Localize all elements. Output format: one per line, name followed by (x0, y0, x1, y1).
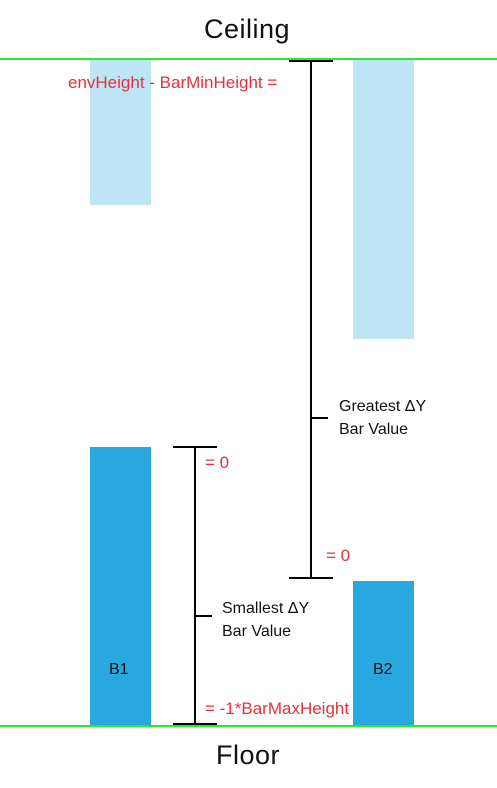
b2-floor-bar (353, 581, 414, 725)
ceiling-label: Ceiling (204, 14, 291, 44)
smallest-label-line1: Smallest ΔY (222, 600, 310, 617)
b1-floor-bar (90, 447, 151, 725)
b1-label: B1 (109, 661, 129, 678)
ceiling-line (0, 58, 497, 60)
greatest-measure-bottom-tick (289, 577, 333, 579)
smallest-measure-mid-tick (194, 615, 212, 617)
smallest-measure-bottom-tick (173, 723, 217, 725)
greatest-zero-annotation: = 0 (326, 546, 351, 565)
smallest-bottom-annotation: = -1*BarMaxHeight (205, 699, 350, 718)
greatest-measure-mid-tick (310, 417, 328, 419)
b1-ceiling-bar (90, 60, 151, 205)
smallest-measure-line (194, 446, 196, 725)
top-formula-annotation: envHeight - BarMinHeight = (68, 73, 278, 92)
greatest-label-line1: Greatest ΔY (339, 398, 427, 415)
greatest-measure-line (310, 60, 312, 579)
greatest-label: Greatest ΔY Bar Value (339, 395, 426, 441)
floor-label: Floor (216, 740, 281, 770)
floor-line (0, 725, 497, 727)
b2-label: B2 (373, 661, 393, 678)
smallest-label: Smallest ΔY Bar Value (222, 597, 309, 643)
b2-ceiling-bar (353, 60, 414, 339)
smallest-label-line2: Bar Value (222, 623, 292, 640)
greatest-label-line2: Bar Value (339, 421, 409, 438)
smallest-zero-annotation: = 0 (205, 453, 230, 472)
